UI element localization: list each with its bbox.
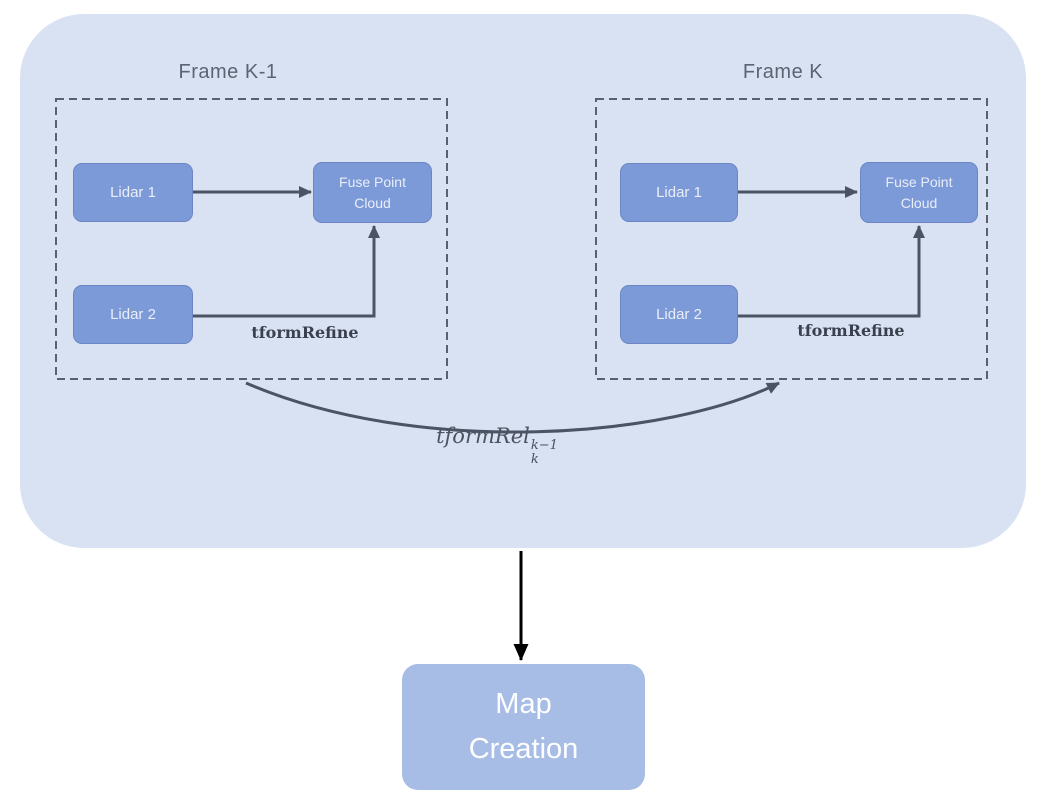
tform-rel-superscript: k−1 xyxy=(530,438,558,453)
tform-refine-label-frame-k: tformRefine xyxy=(797,321,905,340)
node-fuse-point-cloud-frame-k: Fuse Point Cloud xyxy=(860,162,978,223)
tform-rel-base: tformRel xyxy=(436,424,530,448)
frame-k-title: Frame K xyxy=(742,61,824,83)
node-lidar1-frame-k: Lidar 1 xyxy=(620,163,738,222)
node-fuse-point-cloud-frame-k1: Fuse Point Cloud xyxy=(313,162,432,223)
node-lidar2-frame-k1: Lidar 2 xyxy=(73,285,193,344)
node-label: Fuse Point Cloud xyxy=(885,174,953,211)
map-creation-label: Map Creation xyxy=(468,688,579,765)
registration-container xyxy=(20,14,1026,548)
node-map-creation: Map Creation xyxy=(402,664,645,790)
tform-rel-subscript: k xyxy=(530,451,539,467)
frame-k1-title: Frame K-1 xyxy=(178,61,278,83)
node-lidar2-frame-k: Lidar 2 xyxy=(620,285,738,344)
node-lidar1-frame-k1: Lidar 1 xyxy=(73,163,193,222)
node-label: Fuse Point Cloud xyxy=(339,174,406,211)
tform-refine-label-frame-k1: tformRefine xyxy=(251,323,359,342)
